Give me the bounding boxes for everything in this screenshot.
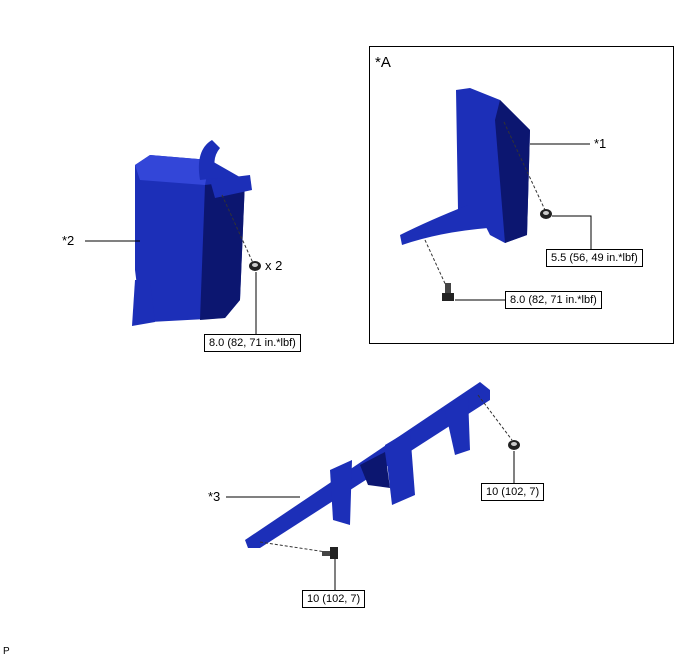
torque-spec-a-bolt: 8.0 (82, 71 in.*lbf) xyxy=(505,291,602,309)
ecu-part-2 xyxy=(132,140,252,326)
bracket-part-3 xyxy=(245,382,490,548)
footer-code: P xyxy=(3,646,10,657)
nut-icon xyxy=(508,440,520,450)
panel-a-frame xyxy=(369,46,674,344)
nut-icon xyxy=(249,261,261,271)
bolt-icon xyxy=(322,547,338,559)
ecu-part-1 xyxy=(400,88,530,245)
callout-part-2: *2 xyxy=(62,233,75,248)
quantity-label: x 2 xyxy=(265,258,283,273)
callout-part-3: *3 xyxy=(208,489,221,504)
torque-spec-a-nut: 5.5 (56, 49 in.*lbf) xyxy=(546,249,643,267)
torque-spec-bracket-nut: 10 (102, 7) xyxy=(481,483,545,501)
torque-spec-bracket-bolt: 10 (102, 7) xyxy=(302,590,366,608)
callout-part-1: *1 xyxy=(594,136,607,151)
bolt-icon xyxy=(442,283,454,301)
nut-icon xyxy=(540,209,552,219)
torque-spec-left-nut: 8.0 (82, 71 in.*lbf) xyxy=(204,334,301,352)
panel-a-label: *A xyxy=(375,54,391,71)
